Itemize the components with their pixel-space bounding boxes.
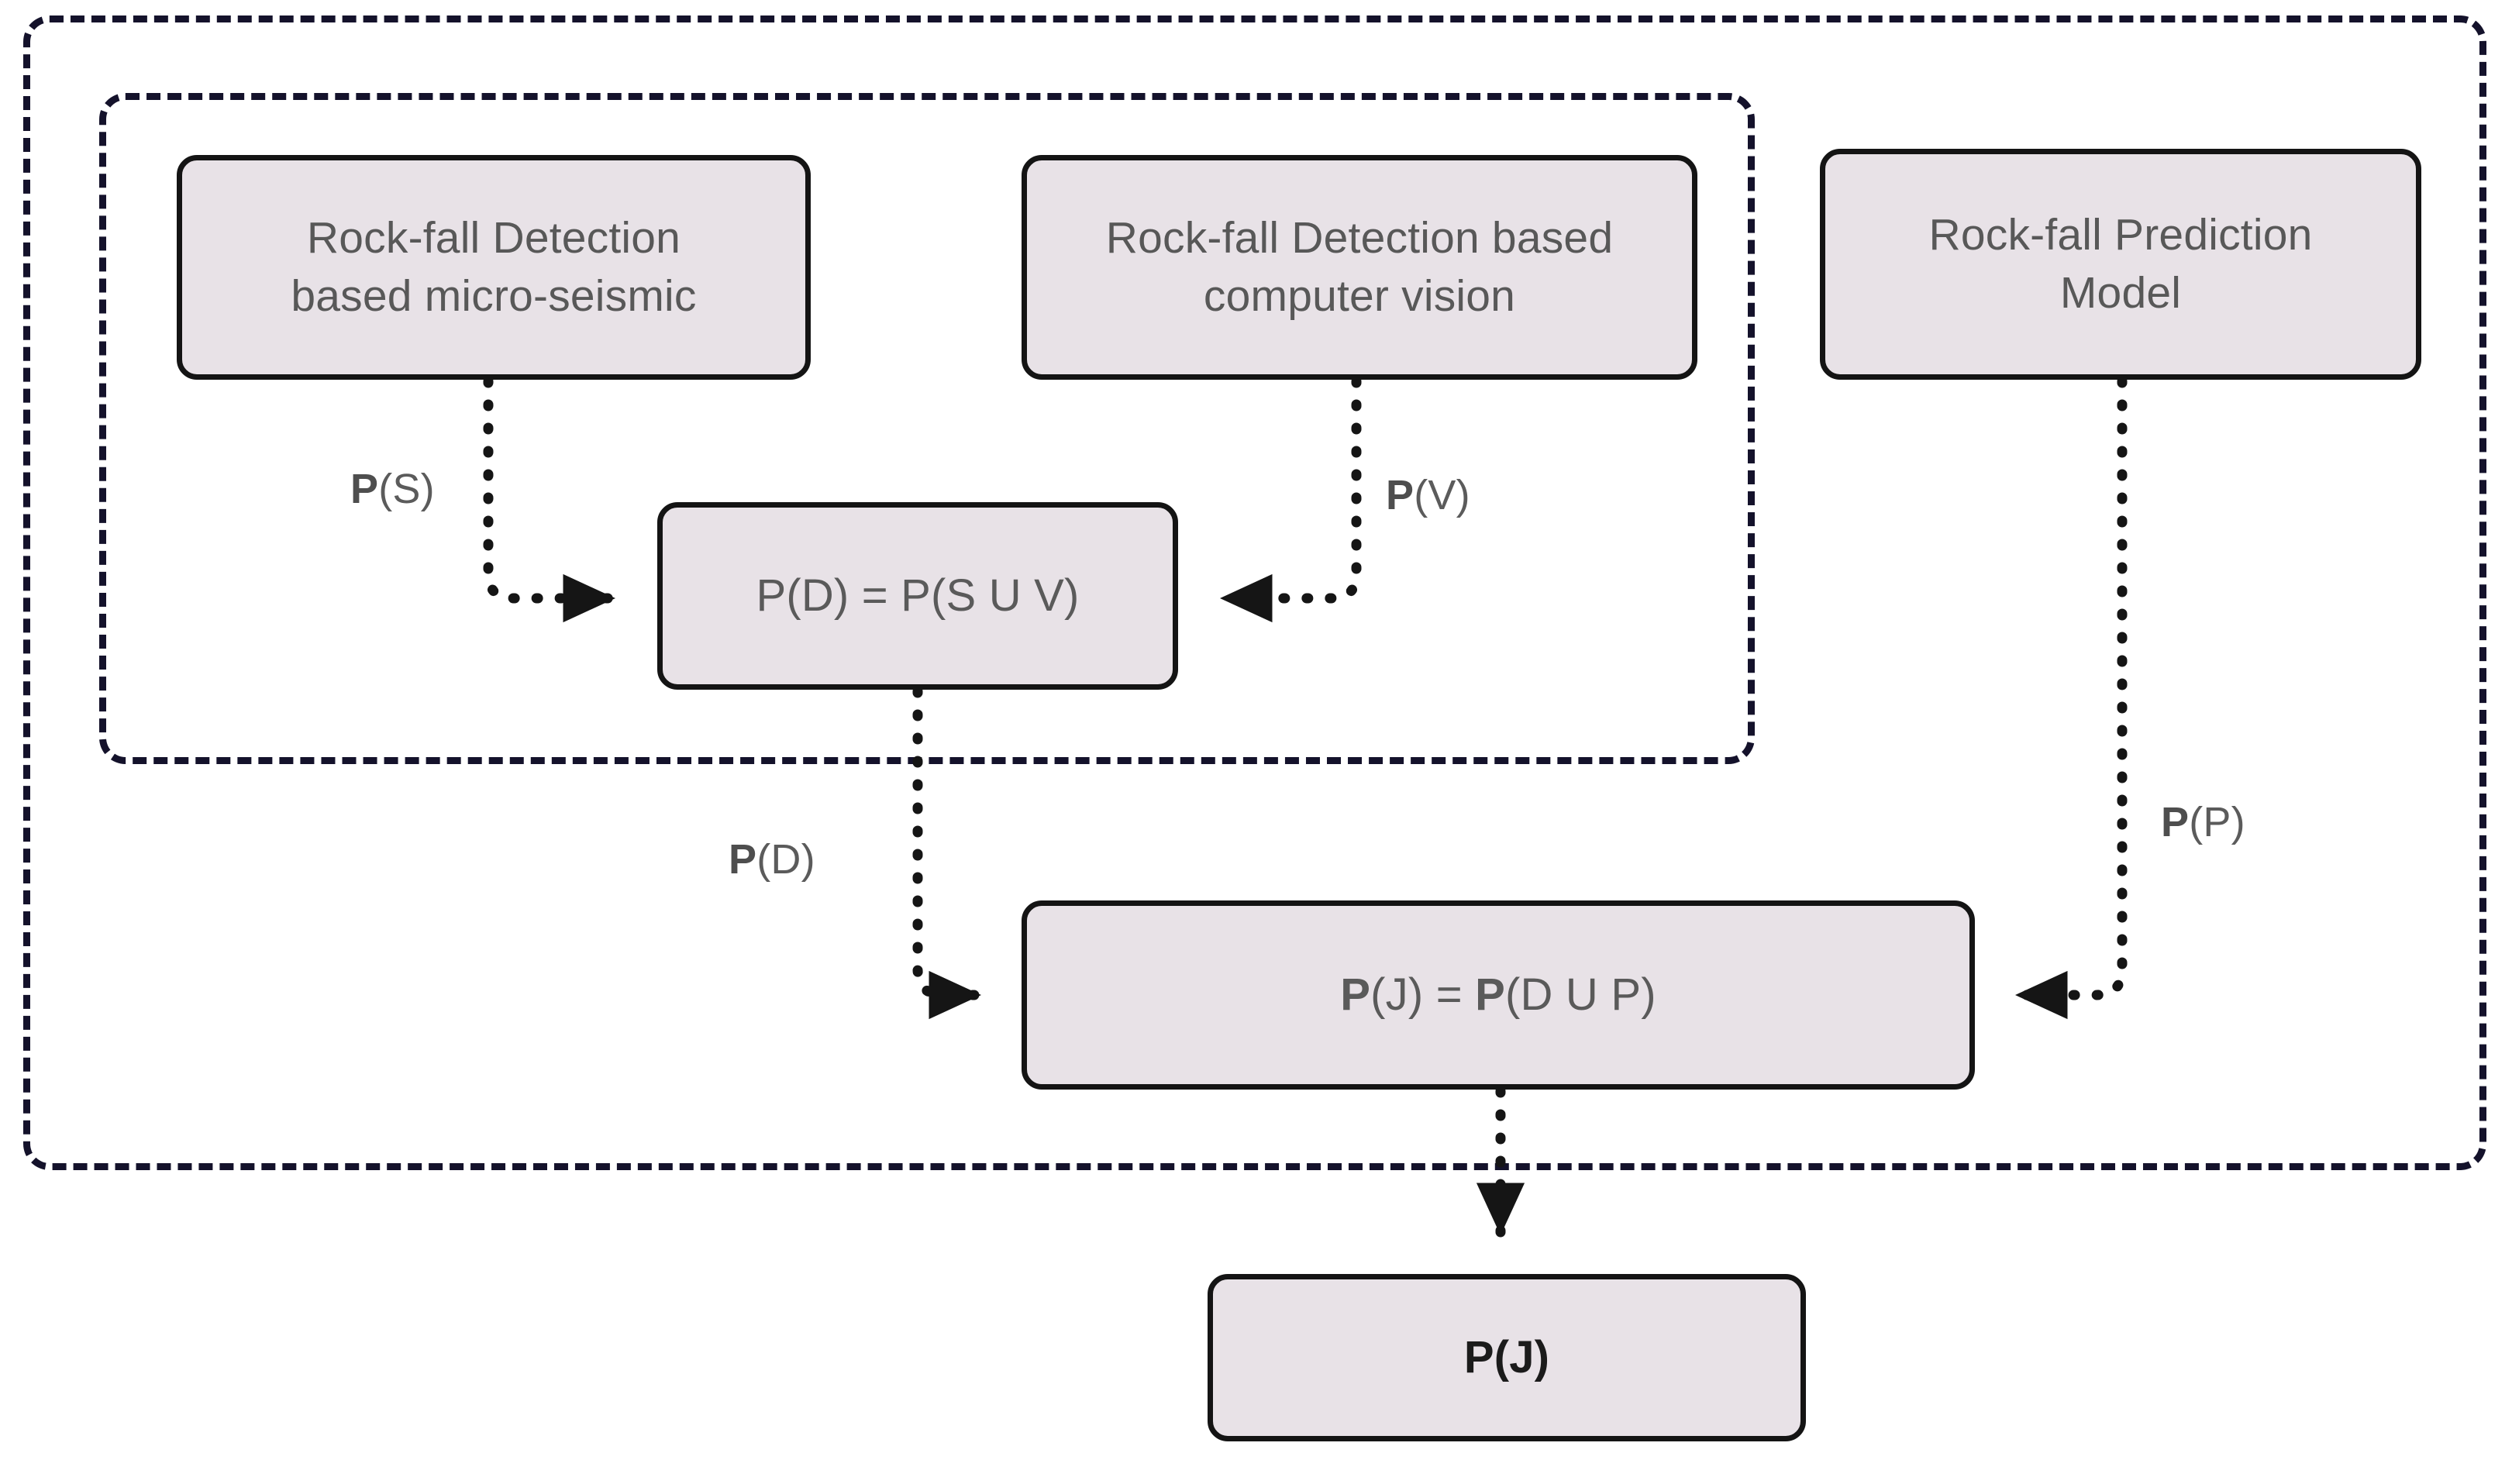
node-rockfall-detection-computer-vision[interactable]: Rock-fall Detection based computer visio… bbox=[1022, 155, 1697, 380]
node-label: Rock-fall Detection based computer visio… bbox=[1105, 212, 1614, 321]
node-label: P(D) = P(S U V) bbox=[756, 570, 1080, 621]
edge-label-bold: P bbox=[729, 836, 757, 883]
edge-label-rest: (D) bbox=[756, 836, 815, 883]
node-label: Rock-fall Detection based micro-seismic bbox=[291, 212, 697, 321]
edge-label-p-d: P(D) bbox=[729, 835, 815, 883]
edge-label-rest: (P) bbox=[2189, 799, 2245, 845]
node-label: P(J) = P(D U P) bbox=[1340, 966, 1656, 1025]
formula-mid: (J) = bbox=[1370, 969, 1476, 1020]
node-label: P(J) bbox=[1463, 1331, 1550, 1382]
edge-label-p-s: P(S) bbox=[350, 465, 435, 513]
node-rockfall-prediction-model[interactable]: Rock-fall Prediction Model bbox=[1820, 149, 2421, 380]
formula-bold-p-first: P bbox=[1340, 969, 1371, 1020]
edge-label-p-v: P(V) bbox=[1386, 471, 1470, 519]
formula-tail: (D U P) bbox=[1505, 969, 1656, 1020]
node-rockfall-detection-microseismic[interactable]: Rock-fall Detection based micro-seismic bbox=[177, 155, 811, 380]
edge-label-rest: (S) bbox=[378, 466, 435, 512]
node-label: Rock-fall Prediction Model bbox=[1928, 209, 2313, 318]
node-joint-probability-output[interactable]: P(J) bbox=[1208, 1274, 1806, 1441]
edge-label-bold: P bbox=[350, 466, 379, 512]
formula-bold-p-second: P bbox=[1475, 969, 1505, 1020]
edge-label-p-p: P(P) bbox=[2161, 798, 2245, 846]
outer-dashed-container bbox=[23, 15, 2486, 1170]
node-detection-union-formula[interactable]: P(D) = P(S U V) bbox=[657, 502, 1178, 690]
edge-label-bold: P bbox=[1386, 472, 1415, 518]
node-joint-union-formula[interactable]: P(J) = P(D U P) bbox=[1022, 900, 1975, 1090]
edge-label-rest: (V) bbox=[1414, 472, 1470, 518]
edge-label-bold: P bbox=[2161, 799, 2190, 845]
